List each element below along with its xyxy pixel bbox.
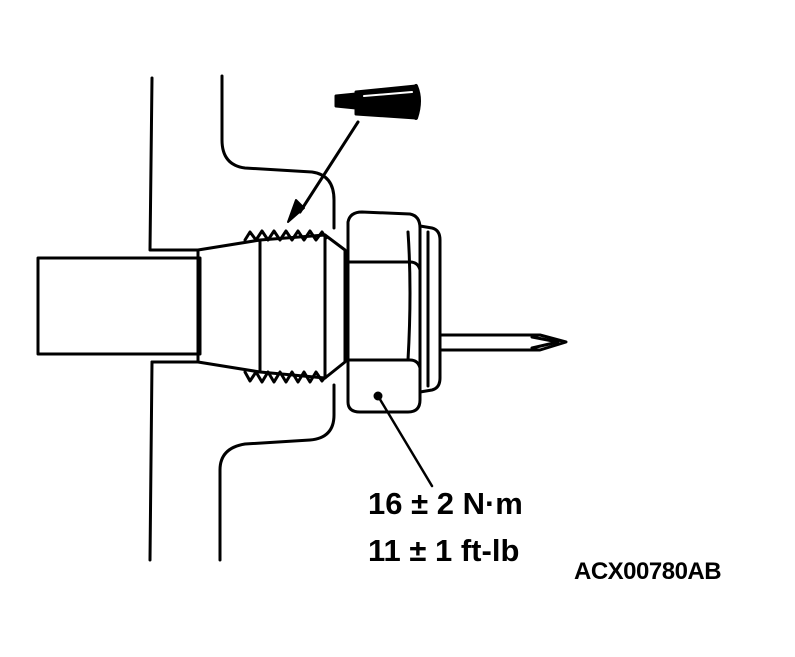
probe-tip — [438, 333, 568, 352]
torque-spec-imperial: 11 ± 1 ft-lb — [368, 533, 520, 568]
sealant-leader-arrow — [287, 120, 360, 223]
washer-flange — [418, 224, 442, 394]
threaded-body — [196, 229, 347, 384]
torque-leader-dot — [373, 391, 383, 401]
torque-leader-line — [376, 394, 434, 488]
threads-bottom — [243, 370, 328, 384]
housing-wall — [148, 74, 336, 562]
threads-top — [243, 229, 328, 242]
torque-spec-metric: 16 ± 2 N·m — [368, 486, 523, 521]
sensor-stem — [36, 256, 202, 356]
sealant-tube-icon — [334, 84, 421, 120]
hex-nut — [346, 210, 422, 414]
figure-code: ACX00780AB — [574, 558, 722, 585]
